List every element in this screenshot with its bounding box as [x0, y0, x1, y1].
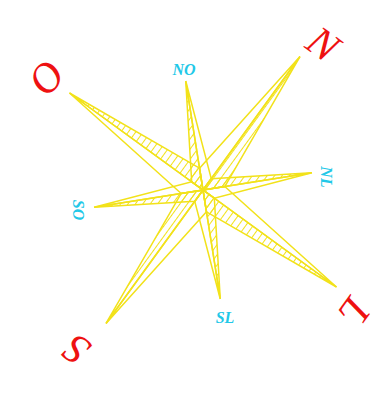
cardinal-label: L — [331, 290, 379, 334]
intercardinal-label: SO — [70, 200, 86, 220]
cardinal-label: N — [299, 19, 346, 69]
cardinal-label: S — [55, 327, 97, 373]
intercardinal-label: NO — [172, 62, 195, 78]
intercardinal-label: SL — [216, 310, 235, 326]
cardinal-label: O — [20, 53, 72, 102]
intercardinal-label: NL — [318, 166, 334, 187]
